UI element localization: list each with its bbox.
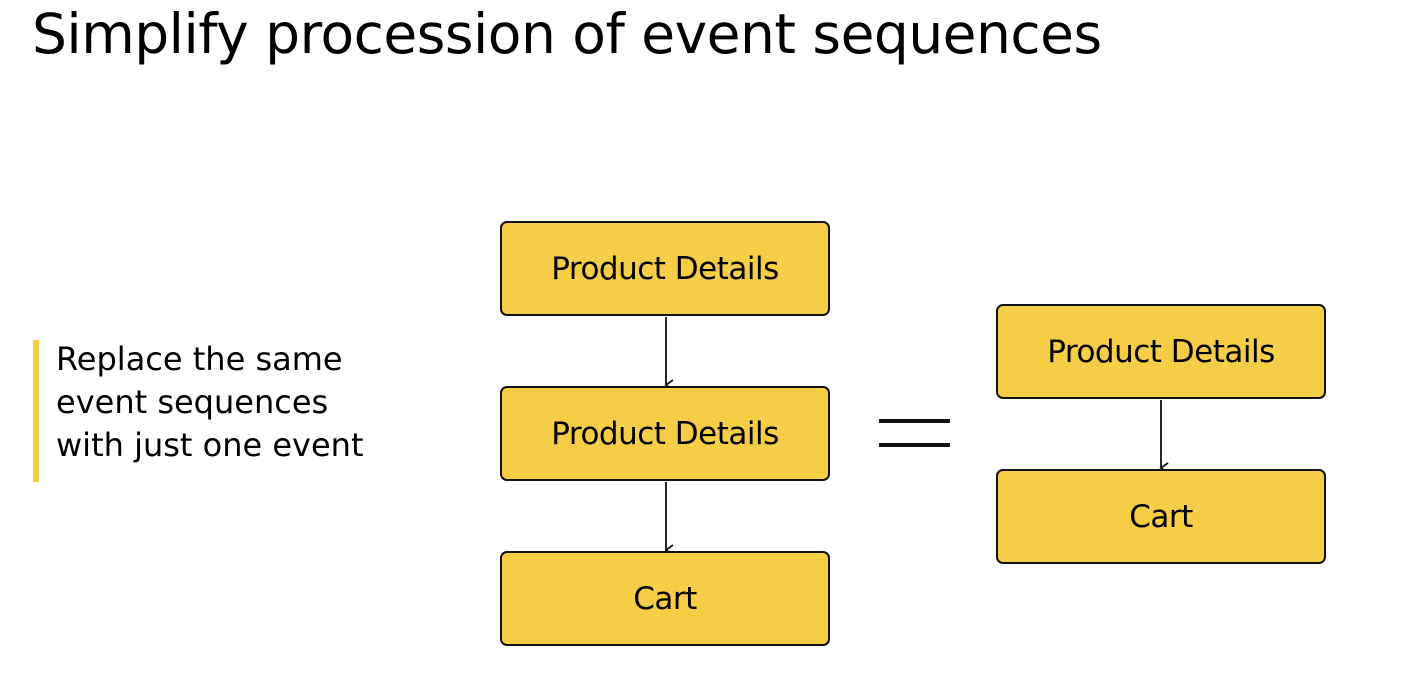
note-line: Replace the same xyxy=(56,340,343,378)
right-event-box-2: Cart xyxy=(996,469,1326,564)
left-event-box-1: Product Details xyxy=(500,221,830,316)
slide-title: Simplify procession of event sequences xyxy=(32,2,1102,66)
event-label: Cart xyxy=(633,580,697,617)
left-event-box-3: Cart xyxy=(500,551,830,646)
event-label: Product Details xyxy=(551,415,779,452)
event-label: Product Details xyxy=(1047,333,1275,370)
event-label: Cart xyxy=(1129,498,1193,535)
right-event-box-1: Product Details xyxy=(996,304,1326,399)
note-line: with just one event xyxy=(56,426,364,464)
equals-icon xyxy=(879,419,950,447)
left-event-box-2: Product Details xyxy=(500,386,830,481)
callout-note: Replace the same event sequences with ju… xyxy=(33,340,363,482)
note-line: event sequences xyxy=(56,383,329,421)
event-label: Product Details xyxy=(551,250,779,287)
